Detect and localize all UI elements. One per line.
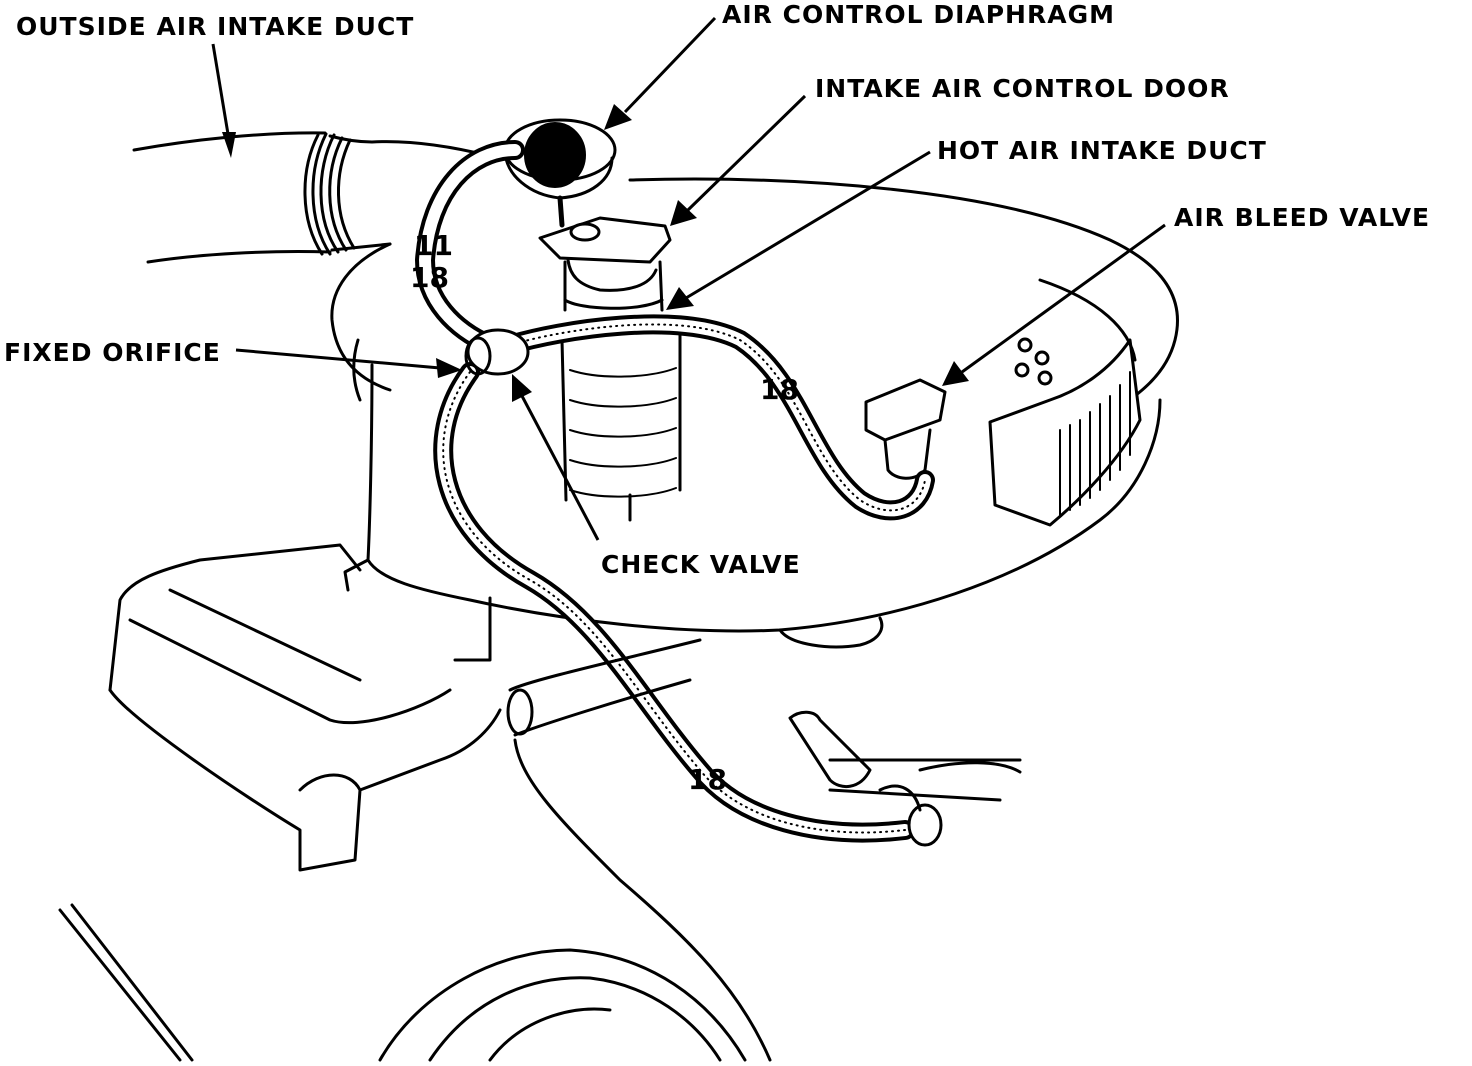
label-outside-air-intake-duct: OUTSIDE AIR INTAKE DUCT bbox=[16, 12, 415, 41]
label-air-bleed-valve: AIR BLEED VALVE bbox=[1174, 203, 1431, 232]
label-check-valve: CHECK VALVE bbox=[601, 550, 801, 579]
label-hot-air-intake-duct: HOT AIR INTAKE DUCT bbox=[937, 136, 1267, 165]
label-fixed-orifice: FIXED ORIFICE bbox=[4, 338, 221, 367]
air-control-diaphragm bbox=[503, 118, 617, 228]
manifold-vacuum-fitting bbox=[788, 710, 1022, 847]
air-bleed-valve bbox=[864, 378, 947, 480]
air-cleaner-housing bbox=[330, 177, 1179, 662]
label-intake-air-control-door: INTAKE AIR CONTROL DOOR bbox=[815, 74, 1230, 103]
engine-components bbox=[58, 543, 1022, 1062]
vacuum-hoses bbox=[415, 140, 935, 843]
outside-air-intake-duct bbox=[132, 131, 492, 264]
label-air-control-diaphragm: AIR CONTROL DIAPHRAGM bbox=[722, 0, 1115, 29]
hose-number-lower: 18 bbox=[688, 763, 727, 796]
intake-air-control-door bbox=[538, 216, 672, 312]
check-valve bbox=[464, 328, 530, 376]
leader-lines bbox=[211, 16, 1166, 541]
hose-number-right: 18 bbox=[760, 373, 799, 406]
air-filter-element bbox=[988, 278, 1142, 527]
hot-air-intake-duct bbox=[560, 318, 682, 522]
hose-number-upper-left-b: 18 bbox=[410, 261, 449, 294]
hose-number-upper-left-a: 11 bbox=[414, 229, 453, 262]
